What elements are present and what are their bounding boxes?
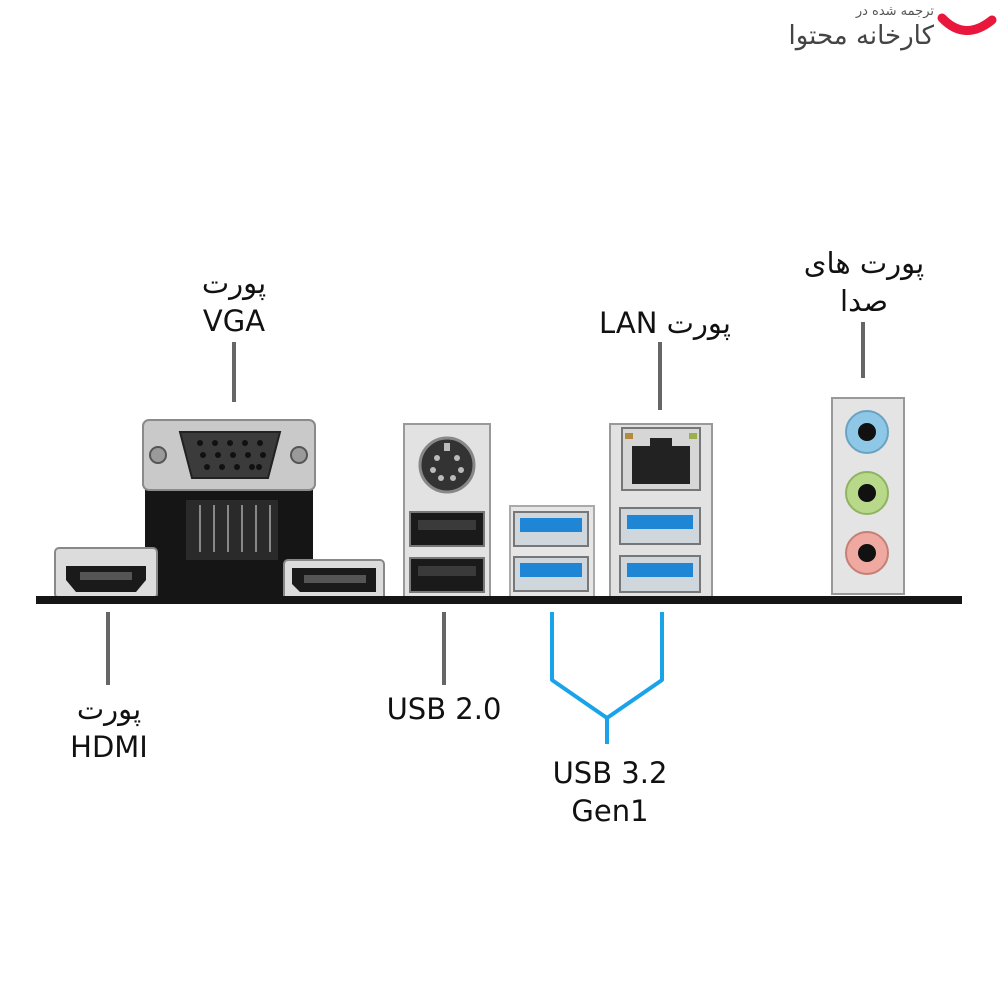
vga-label-line1: پورت (201, 266, 267, 300)
usb2-label: USB 2.0 (386, 692, 502, 726)
usb32-label-line2: Gen1 (571, 794, 649, 828)
audio-label-line1: پورت های (803, 246, 925, 280)
hdmi-label-line2: HDMI (70, 730, 148, 764)
usb32-label-line1: USB 3.2 (552, 756, 668, 790)
audio-jacks (831, 397, 905, 595)
brand-caption: ترجمه شده در (855, 4, 934, 19)
usb32-bracket-line (550, 612, 664, 744)
lan-usb32-block (609, 423, 713, 599)
audio-label-line2: صدا (840, 284, 888, 318)
io-shield-baseline (36, 596, 962, 604)
vga-label-line2: VGA (202, 304, 266, 338)
hdmi-label: پورت HDMI (44, 690, 174, 766)
hdmi-label-line1: پورت (76, 692, 142, 726)
ps2-usb2-block (403, 423, 491, 599)
vga-label: پورت VGA (164, 264, 304, 340)
ps2-port (418, 436, 476, 494)
brand-logo: ترجمه شده در کارخانه محتوا (788, 4, 934, 52)
lan-label: پورت LAN (599, 306, 731, 340)
usb32-label: USB 3.2 Gen1 (530, 754, 690, 830)
hdmi-connector (54, 547, 158, 599)
audio-label: پورت های صدا (780, 244, 948, 320)
displayport-connector (283, 559, 385, 601)
brand-smile-icon (937, 13, 997, 35)
usb32-pair-left (509, 505, 595, 599)
brand-name: کارخانه محتوا (788, 21, 934, 51)
